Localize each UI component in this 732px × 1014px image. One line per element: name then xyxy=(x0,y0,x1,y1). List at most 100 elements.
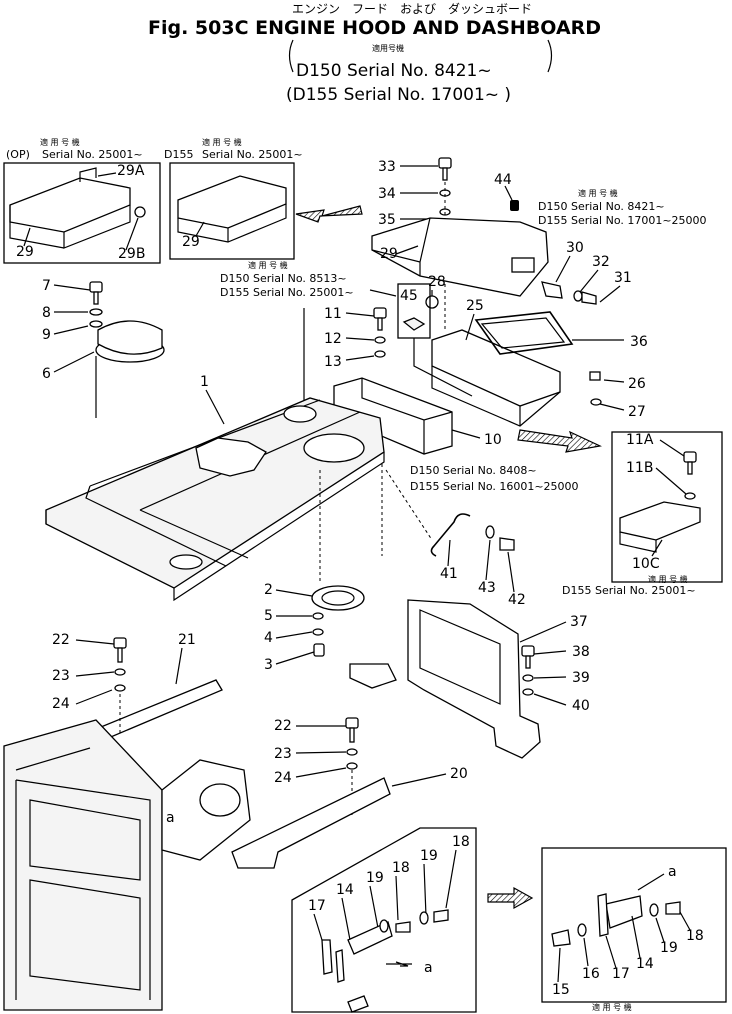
box10c-note: D155 Serial No. 25001~ xyxy=(562,584,696,597)
callout-37: 37 xyxy=(570,614,588,630)
callout-42: 42 xyxy=(508,592,526,608)
bolt-33-shank xyxy=(442,167,448,181)
callout-9: 9 xyxy=(42,327,51,343)
engine-block: a xyxy=(3,719,251,1011)
callout-14-alt: 14 xyxy=(636,956,654,972)
washer-43 xyxy=(485,525,495,539)
callout-3: 3 xyxy=(264,657,273,673)
bolt-38-shank xyxy=(525,655,531,669)
paren-left xyxy=(288,39,294,73)
d155-hood-box: 適 用 号 機 D155 Serial No. 25001~ 29 xyxy=(164,137,303,260)
callout-29b: 29B xyxy=(118,246,145,262)
bolt-22-mid xyxy=(345,717,359,729)
pointer-arrow-lower xyxy=(487,886,534,910)
switch-assembly-box: 18 19 18 19 14 17 a xyxy=(291,827,477,1013)
box2-serial: Serial No. 25001~ xyxy=(202,148,303,161)
callout-23-left: 23 xyxy=(52,668,70,684)
hood-opening xyxy=(195,437,267,477)
washer-11b xyxy=(684,492,696,500)
mid-note-d150: D150 Serial No. 8408~ xyxy=(410,464,537,477)
switch-45 xyxy=(402,317,426,331)
callout-a-engine: a xyxy=(166,810,175,826)
callout-18-alt: 18 xyxy=(686,928,704,944)
box-10c-frame xyxy=(611,431,723,583)
bracket-37: 37 xyxy=(349,599,588,759)
side-cover-20 xyxy=(231,777,391,869)
callout-14-box: 14 xyxy=(336,882,354,898)
washer-19 xyxy=(379,919,389,933)
callout-25: 25 xyxy=(466,298,484,314)
switch-group: 28 45 適 用 号 機 D150 Serial No. 8513~ D155… xyxy=(220,260,473,397)
callout-1: 1 xyxy=(200,374,209,390)
bolt-22-left-shank xyxy=(117,647,123,663)
callout-17-alt: 17 xyxy=(612,966,630,982)
bolt-42 xyxy=(499,537,515,551)
d155-hood-cover xyxy=(177,175,287,229)
ring-2-group: 2 5 4 3 xyxy=(264,582,365,673)
switch-17a xyxy=(321,939,333,975)
callout-31: 31 xyxy=(614,270,632,286)
bolt-18 xyxy=(395,921,411,933)
bolt-11-group: 11 12 13 xyxy=(324,306,387,370)
callout-17-box: 17 xyxy=(308,898,326,914)
panel-note-d155: D155 Serial No. 25001~ xyxy=(220,286,354,299)
callout-32: 32 xyxy=(592,254,610,270)
bolt-38 xyxy=(521,645,535,657)
switch-17b xyxy=(335,949,345,983)
bolt-7-shank xyxy=(93,291,99,305)
callout-a-box: a xyxy=(424,960,433,976)
washer-24-mid xyxy=(346,762,358,770)
option-hood-cover xyxy=(9,177,131,233)
title-japanese: エンジン フード および ダッシュボード xyxy=(292,1,532,16)
bolt-22-mid-shank xyxy=(349,727,355,743)
callout-27: 27 xyxy=(628,404,646,420)
callout-29-box2: 29 xyxy=(182,234,200,250)
bolt-15 xyxy=(551,929,571,947)
washer-5 xyxy=(312,612,324,620)
washer-39 xyxy=(522,674,534,682)
washer-4 xyxy=(312,628,324,636)
callout-30: 30 xyxy=(566,240,584,256)
box1-serial: Serial No. 25001~ xyxy=(42,148,143,161)
callout-24-mid: 24 xyxy=(274,770,292,786)
callout-2: 2 xyxy=(264,582,273,598)
callout-35: 35 xyxy=(378,212,396,228)
dash-note-d150: D150 Serial No. 8421~ xyxy=(538,200,665,213)
callout-19-box-top: 19 xyxy=(420,848,438,864)
washer-23-mid xyxy=(346,748,358,756)
callout-15: 15 xyxy=(552,982,570,998)
dashboard-10: 10 xyxy=(333,377,502,455)
figure-title: Fig. 503C ENGINE HOOD AND DASHBOARD xyxy=(148,17,601,39)
bolt-18-alt xyxy=(665,901,681,915)
hood-ring-opening xyxy=(303,433,365,463)
panel-applicable-jp: 適 用 号 機 xyxy=(248,260,288,270)
callout-41: 41 xyxy=(440,566,458,582)
instrument-panel-25: 25 xyxy=(431,298,561,427)
washer-16 xyxy=(577,923,587,937)
bolt-3 xyxy=(313,643,325,657)
box1-jp: 適 用 号 機 xyxy=(40,137,80,147)
callout-10: 10 xyxy=(484,432,502,448)
callout-29-dash: 29 xyxy=(380,246,398,262)
bracket-14-alt xyxy=(605,895,643,929)
switch-alt-frame xyxy=(541,847,727,1003)
callout-5: 5 xyxy=(264,608,273,624)
box2-frame xyxy=(169,162,295,260)
callout-43: 43 xyxy=(478,580,496,596)
hood-stack-hole xyxy=(283,405,317,423)
callout-29a: 29A xyxy=(117,163,145,179)
bolt-31 xyxy=(581,291,597,305)
callout-45: 45 xyxy=(400,288,418,304)
callout-18-box-mid: 18 xyxy=(392,860,410,876)
box2-model: D155 xyxy=(164,148,193,161)
air-cleaner-cap-group: 7 8 9 6 xyxy=(42,278,305,418)
engine-port xyxy=(199,783,241,817)
option-handle xyxy=(79,167,97,182)
callout-40: 40 xyxy=(572,698,590,714)
callout-33: 33 xyxy=(378,159,396,175)
washer-32 xyxy=(573,290,583,302)
pointer-arrow-upper xyxy=(295,205,363,223)
callout-20: 20 xyxy=(450,766,468,782)
bracket-37-window xyxy=(419,609,501,705)
callout-22-left: 22 xyxy=(52,632,70,648)
